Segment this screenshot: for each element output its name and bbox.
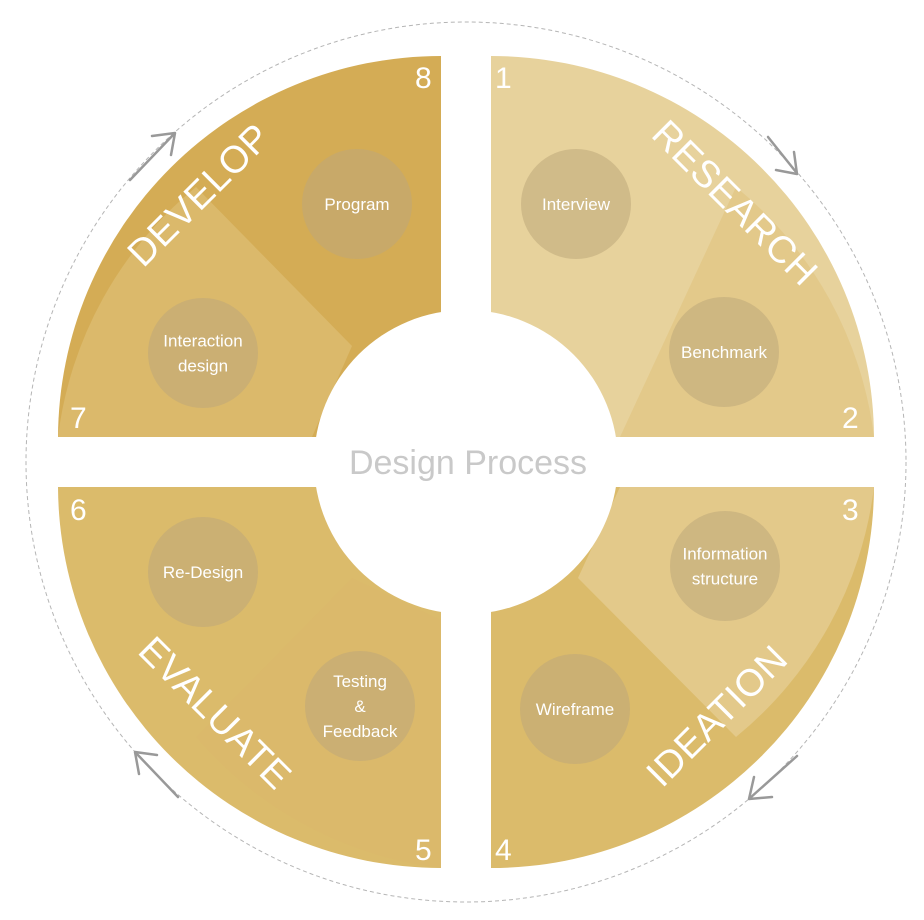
step-label-program: Program — [324, 195, 389, 214]
arrow-top-right — [766, 135, 799, 176]
step-number-5: 5 — [415, 834, 432, 867]
step-number-8: 8 — [415, 62, 432, 95]
step-number-4: 4 — [495, 834, 512, 867]
step-circle-wireframe — [520, 654, 630, 764]
step-label-wireframe: Wireframe — [536, 700, 614, 719]
step-number-3: 3 — [842, 494, 859, 527]
step-number-1: 1 — [495, 62, 512, 95]
step-circle-re-design — [148, 517, 258, 627]
arrow-top-left — [128, 131, 177, 182]
arrow-bottom-left — [133, 750, 180, 799]
arrow-bottom-right — [747, 754, 799, 801]
diagram-title: Design Process — [349, 444, 587, 482]
step-number-2: 2 — [842, 402, 859, 435]
step-label-testing-feedback: Testing&Feedback — [323, 672, 398, 741]
step-circle-interview — [521, 149, 631, 259]
center-hub — [314, 310, 618, 614]
step-label-re-design: Re-Design — [163, 563, 243, 582]
step-circle-interaction-design — [148, 298, 258, 408]
step-label-benchmark: Benchmark — [681, 343, 767, 362]
step-circle-testing-feedback — [305, 651, 415, 761]
outer-dashed-ring — [25, 21, 907, 903]
step-circle-program — [302, 149, 412, 259]
step-number-7: 7 — [70, 402, 87, 435]
step-circle-benchmark — [669, 297, 779, 407]
step-label-interview: Interview — [542, 195, 611, 214]
step-number-6: 6 — [70, 494, 87, 527]
step-circle-information-structure — [670, 511, 780, 621]
